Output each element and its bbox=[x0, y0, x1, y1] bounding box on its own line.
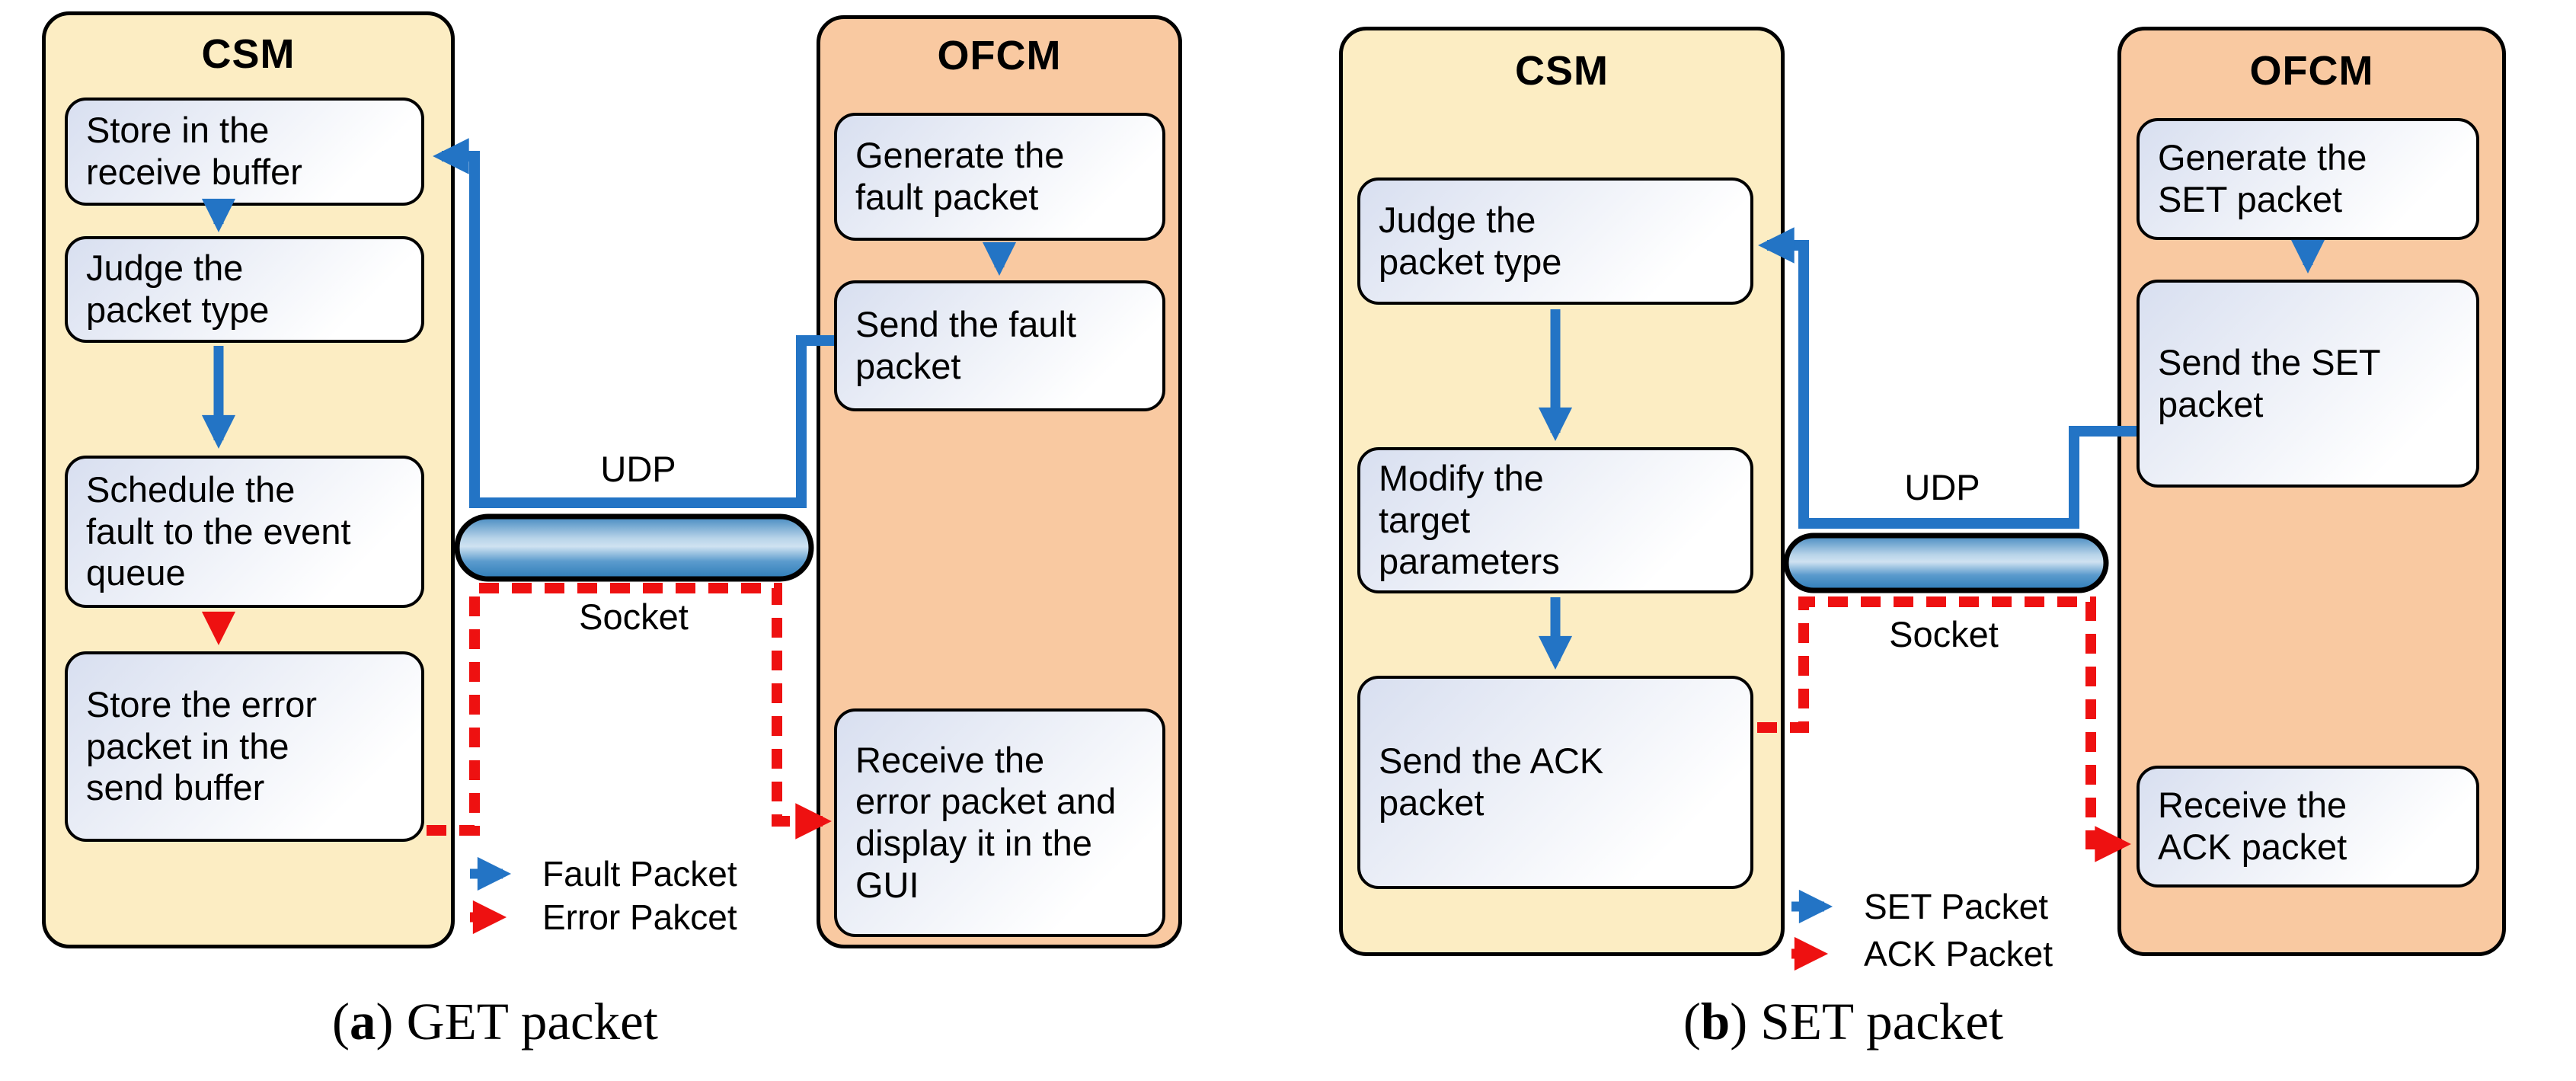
process-box-generate-set-packet: Generate the SET packet bbox=[2137, 118, 2479, 240]
socket-label-b: Socket bbox=[1889, 614, 1999, 654]
caption-a-letter: a bbox=[350, 993, 376, 1051]
process-box-judge-packet-type-a: Judge the packet type bbox=[65, 236, 424, 343]
process-box-judge-packet-type-b: Judge the packet type bbox=[1357, 178, 1753, 305]
panel-a-ofcm-title: OFCM bbox=[937, 33, 1062, 78]
udp-socket-pipe-b bbox=[1783, 533, 2109, 593]
process-box-send-fault-packet: Send the fault packet bbox=[834, 280, 1165, 411]
process-box-modify-target-parameters: Modify the target parameters bbox=[1357, 447, 1753, 593]
process-box-store-error-packet: Store the error packet in the send buffe… bbox=[65, 651, 424, 842]
process-box-receive-error-packet: Receive the error packet and display it … bbox=[834, 708, 1165, 937]
udp-label-b: UDP bbox=[1904, 467, 1980, 507]
process-box-schedule-fault: Schedule the fault to the event queue bbox=[65, 456, 424, 608]
caption-b-rest: ) SET packet bbox=[1730, 993, 2004, 1051]
process-box-send-ack-packet: Send the ACK packet bbox=[1357, 676, 1753, 889]
caption-b-letter: b bbox=[1700, 993, 1731, 1051]
panel-a-caption: (a) GET packet bbox=[190, 992, 800, 1052]
panel-b-csm-title: CSM bbox=[1515, 48, 1609, 94]
panel-a-csm-title: CSM bbox=[201, 31, 296, 77]
legend-label-ack-packet: ACK Packet bbox=[1864, 934, 2053, 974]
udp-label-a: UDP bbox=[600, 449, 676, 489]
caption-a-rest: ) GET packet bbox=[376, 993, 658, 1051]
udp-socket-pipe-a bbox=[454, 513, 814, 582]
legend-label-set-packet: SET Packet bbox=[1864, 887, 2049, 926]
panel-b-caption: (b) SET packet bbox=[1539, 992, 2148, 1052]
legend-label-error-packet: Error Pakcet bbox=[542, 897, 737, 937]
process-box-store-receive-buffer: Store in the receive buffer bbox=[65, 98, 424, 206]
process-box-generate-fault-packet: Generate the fault packet bbox=[834, 113, 1165, 241]
caption-a-prefix: ( bbox=[332, 993, 350, 1051]
legend-label-fault-packet: Fault Packet bbox=[542, 854, 737, 894]
caption-b-prefix: ( bbox=[1683, 993, 1701, 1051]
process-box-send-set-packet: Send the SET packet bbox=[2137, 280, 2479, 488]
process-box-receive-ack-packet: Receive the ACK packet bbox=[2137, 766, 2479, 888]
panel-b-ofcm-title: OFCM bbox=[2249, 48, 2374, 94]
socket-label-a: Socket bbox=[579, 596, 689, 637]
